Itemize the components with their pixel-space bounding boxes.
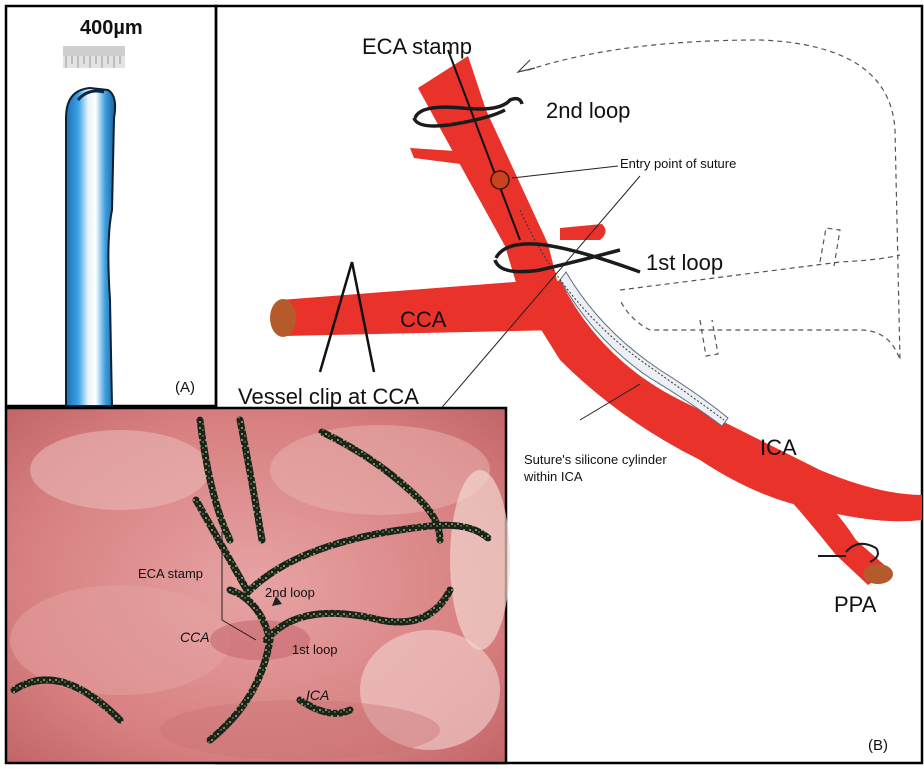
photo-label-ica: ICA: [306, 687, 329, 703]
photo-label-cca: CCA: [180, 629, 210, 645]
label-entry-point: Entry point of suture: [620, 156, 736, 171]
surgical-photo: ECA stamp 2nd loop CCA 1st loop ICA: [6, 408, 510, 763]
suture-tip-image: [66, 88, 115, 406]
label-ppa: PPA: [834, 592, 877, 617]
label-cca: CCA: [400, 307, 447, 332]
label-eca-stamp: ECA stamp: [362, 34, 472, 59]
scale-label: 400µm: [80, 17, 143, 39]
label-ica: ICA: [760, 435, 797, 460]
label-vessel-clip: Vessel clip at CCA: [238, 384, 419, 409]
photo-label-eca-stamp: ECA stamp: [138, 566, 203, 581]
label-suture-cylinder-1: Suture's silicone cylinder: [524, 452, 667, 467]
photo-label-second-loop: 2nd loop: [265, 585, 315, 600]
eca-vessel: [418, 56, 560, 296]
label-first-loop: 1st loop: [646, 250, 723, 275]
ica-vessel: [520, 280, 922, 521]
panel-a-letter: (A): [175, 379, 195, 396]
dashed-arrowhead: [518, 60, 535, 72]
label-suture-cylinder-2: within ICA: [523, 469, 583, 484]
scale-ruler: [63, 46, 125, 68]
photo-label-first-loop: 1st loop: [292, 642, 338, 657]
panel-a: 400µm (A): [6, 6, 216, 406]
panel-b-letter: (B): [868, 737, 888, 754]
entry-point-marker: [491, 171, 509, 189]
label-second-loop: 2nd loop: [546, 98, 630, 123]
